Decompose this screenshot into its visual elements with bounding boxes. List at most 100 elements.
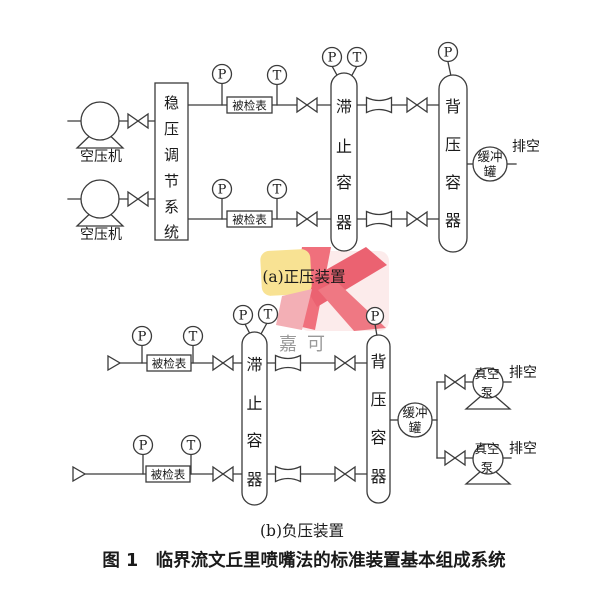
regulator-char: 系	[164, 198, 179, 216]
buffer-tank-label: 缓冲	[402, 405, 427, 420]
pressure-gauge: P	[131, 325, 153, 347]
meter-label: 被检表	[151, 468, 186, 482]
vacuum-pump-1: 真空 泵	[464, 366, 512, 410]
inlet-arrow-icon	[72, 465, 87, 483]
inlet-arrow-icon	[107, 354, 122, 372]
gauge-letter: P	[371, 310, 380, 325]
valve-icon	[296, 96, 318, 114]
valve-icon	[406, 96, 428, 114]
vessel-char: 容	[336, 173, 352, 192]
meter-label: 被检表	[152, 357, 187, 371]
valve-icon	[334, 465, 356, 483]
valve-icon	[127, 112, 149, 130]
pump-label: 真空	[474, 441, 499, 456]
pressure-gauge: P	[437, 41, 459, 63]
figure-caption: 图 1 临界流文丘里喷嘴法的标准装置基本组成系统	[102, 550, 506, 571]
venturi-nozzle-icon	[365, 210, 393, 228]
temperature-gauge: T	[180, 434, 202, 456]
gauge-letter: P	[444, 46, 453, 61]
back-pressure-vessel-a: 背 压 容 器	[438, 74, 468, 253]
vessel-char: 压	[370, 390, 386, 409]
valve-icon	[444, 449, 466, 467]
pump-body	[472, 367, 504, 399]
vent-label-a: 排空	[512, 139, 540, 155]
vent-label-b1: 排空	[509, 365, 537, 381]
buffer-tank-a: 缓冲 罐	[472, 146, 508, 182]
vessel-char: 滞	[336, 97, 352, 116]
temperature-gauge: T	[266, 178, 288, 200]
stagnation-vessel-a: 滞 止 容 器	[330, 72, 358, 252]
gauge-letter: T	[189, 330, 198, 345]
regulator-char: 节	[164, 172, 179, 190]
valve-icon	[296, 210, 318, 228]
vessel-char: 止	[246, 394, 262, 413]
gauge-letter: T	[187, 439, 196, 454]
watermark-yellow-square	[260, 249, 312, 296]
temperature-gauge: T	[266, 64, 288, 86]
air-compressor-1: 空压机	[75, 101, 125, 165]
gauge-letter: P	[218, 68, 227, 83]
sub-caption-b: (b)负压装置	[260, 522, 344, 540]
regulator-char: 压	[164, 120, 179, 138]
valve-icon	[406, 210, 428, 228]
gauge-letter: P	[139, 439, 148, 454]
pump-label: 泵	[481, 385, 494, 400]
pump-label: 泵	[481, 460, 494, 475]
pressure-gauge: P	[211, 63, 233, 85]
meter-under-test-a2: 被检表	[226, 210, 273, 228]
temperature-gauge: T	[346, 46, 368, 68]
vessel-char: 压	[445, 135, 461, 154]
gauge-letter: T	[273, 69, 282, 84]
vent-label-b2: 排空	[509, 441, 537, 457]
pressure-gauge: P	[211, 178, 233, 200]
gauge-letter: P	[328, 51, 337, 66]
vessel-char: 器	[246, 470, 262, 489]
compressor-body	[80, 179, 120, 219]
pressure-gauge: P	[365, 306, 385, 326]
gauge-letter: T	[264, 308, 273, 323]
vessel-char: 器	[336, 213, 352, 232]
vessel-char: 背	[370, 352, 386, 371]
valve-icon	[127, 190, 149, 208]
gauge-letter: T	[273, 183, 282, 198]
watermark-char-1: 嘉	[279, 334, 299, 355]
vessel-char: 背	[445, 97, 461, 116]
venturi-nozzle-icon	[274, 354, 302, 372]
watermark-k-lower-left	[276, 289, 312, 330]
buffer-tank-b: 缓冲 罐	[397, 402, 433, 438]
gauge-letter: P	[138, 330, 147, 345]
sub-caption-a: (a)正压装置	[262, 268, 345, 286]
meter-label: 被检表	[232, 99, 267, 113]
vessel-char: 容	[246, 431, 262, 450]
vessel-char: 止	[336, 137, 352, 156]
meter-under-test-b2: 被检表	[145, 465, 191, 483]
buffer-tank-label: 罐	[484, 164, 497, 179]
temperature-gauge: T	[182, 325, 204, 347]
vessel-char: 器	[370, 467, 386, 486]
pump-body	[472, 443, 504, 475]
stagnation-vessel-b: 滞 止 容 器	[241, 331, 268, 506]
vacuum-pump-2: 真空 泵	[464, 441, 512, 485]
vessel-char: 器	[445, 211, 461, 230]
watermark-char-2: 可	[307, 334, 327, 355]
watermark-logo: 嘉 可	[260, 247, 389, 355]
gauge-letter: T	[353, 51, 362, 66]
regulator-char: 稳	[164, 94, 179, 112]
venturi-nozzle-icon	[274, 465, 302, 483]
meter-under-test-b1: 被检表	[146, 354, 192, 372]
vessel-char: 容	[370, 428, 386, 447]
valve-icon	[444, 373, 466, 391]
regulator-char: 统	[164, 223, 179, 241]
compressor-label: 空压机	[80, 227, 122, 243]
buffer-tank-label: 缓冲	[477, 149, 502, 164]
vessel-char: 容	[445, 173, 461, 192]
vessel-char: 滞	[246, 355, 262, 374]
meter-label: 被检表	[232, 213, 267, 227]
temperature-gauge: T	[257, 303, 279, 325]
meter-under-test-a1: 被检表	[226, 96, 273, 114]
buffer-tank-label: 罐	[409, 420, 422, 435]
diagram-b-negative-pressure: 被检表 被检表 滞 止 容 器 背 压 容 器 缓冲 罐	[72, 303, 537, 540]
pressure-gauge: P	[232, 304, 254, 326]
